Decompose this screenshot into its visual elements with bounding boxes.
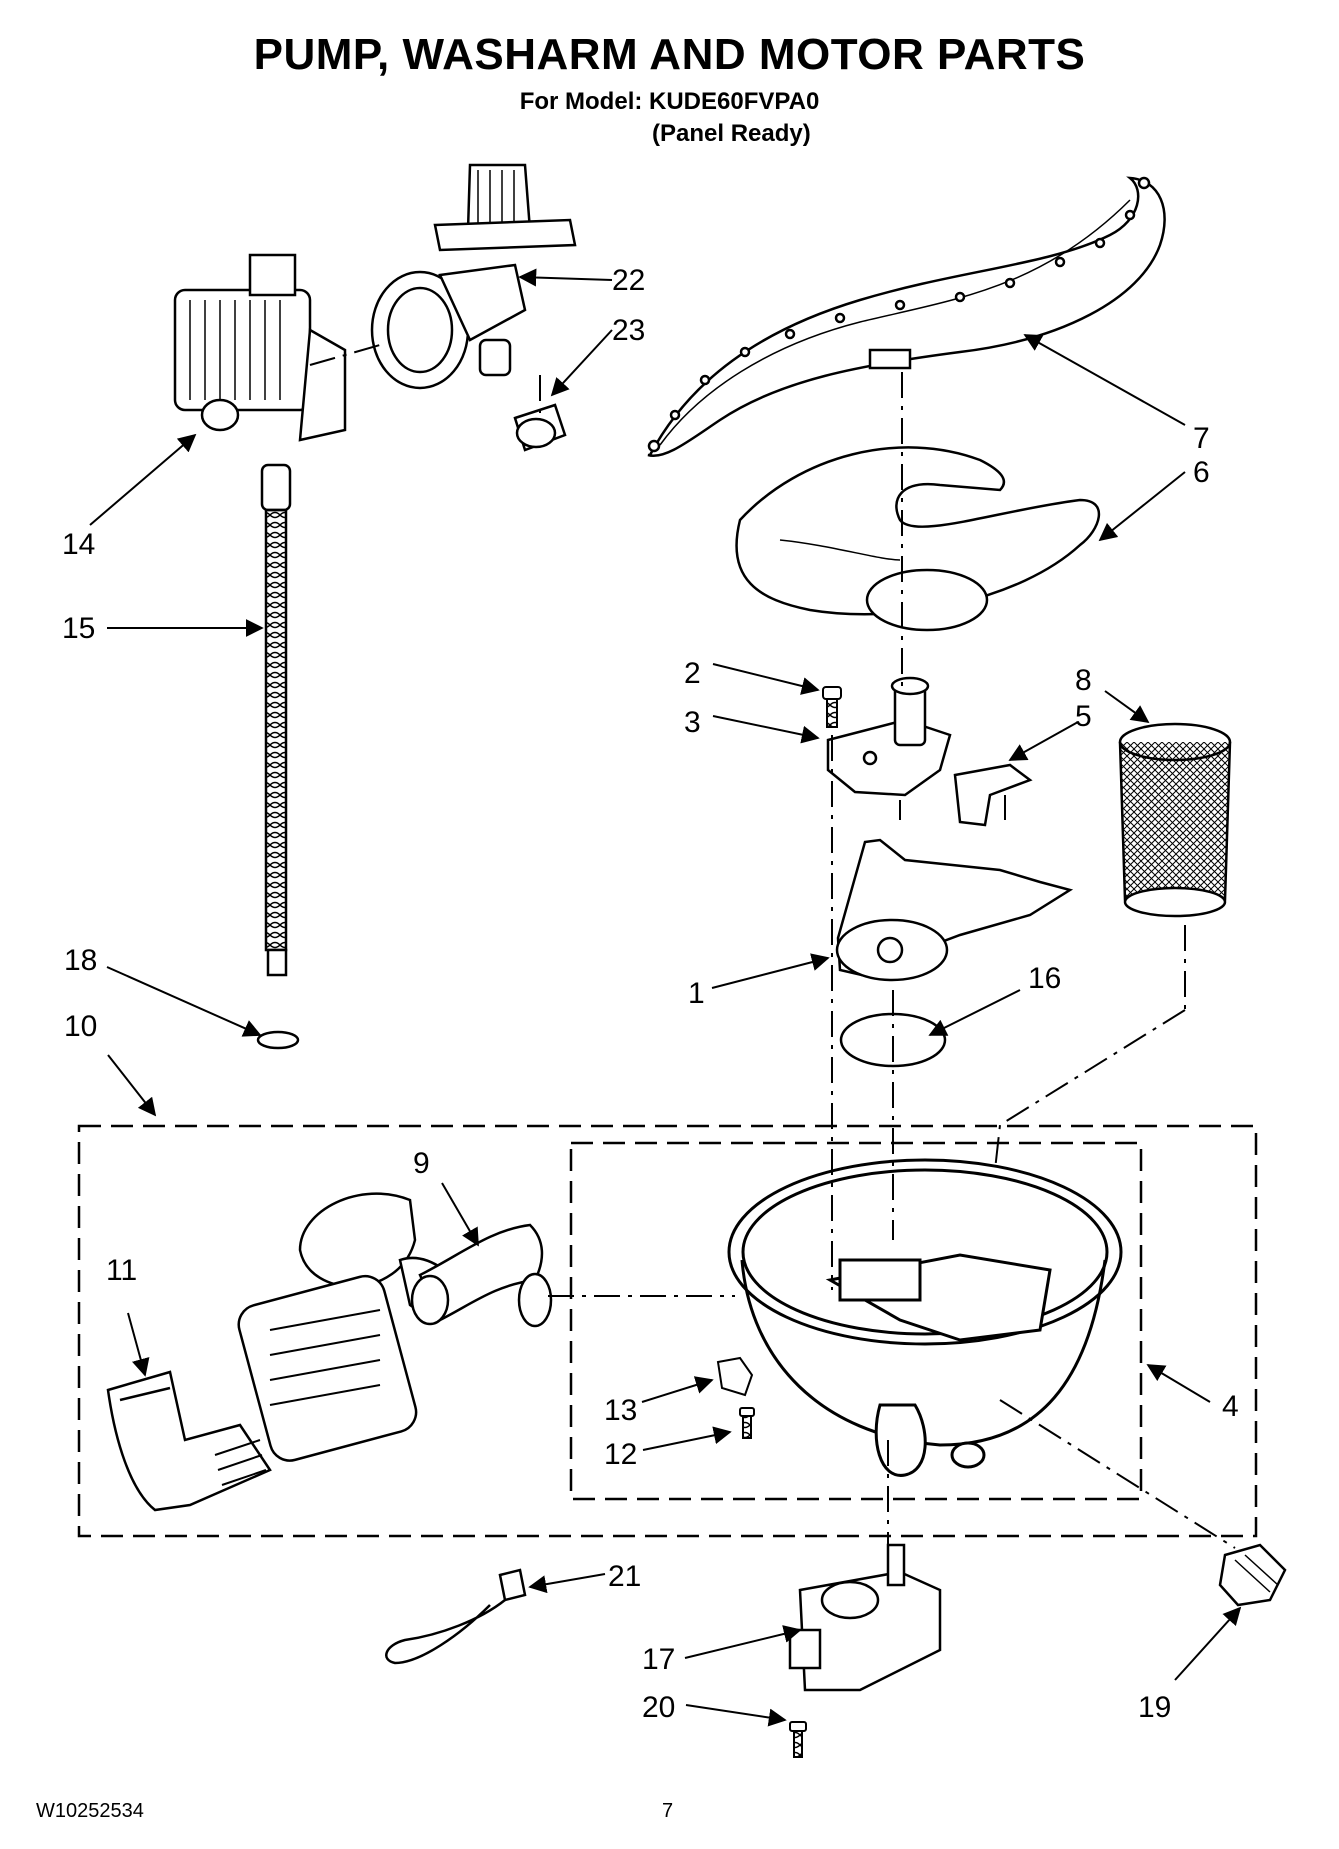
assembly-box-10 (77, 1124, 1258, 1538)
assembly-box-4 (569, 1141, 1143, 1501)
leader-lines (89, 268, 1242, 1727)
washarm-part (647, 176, 1166, 458)
page-number: 7 (662, 1800, 674, 1822)
callout-1: 1 (688, 977, 705, 1010)
diverter-motor-part (788, 1543, 942, 1692)
sensor-part (1218, 1543, 1287, 1607)
hose-clamp-part (256, 1030, 300, 1050)
alignment-lines (309, 344, 1236, 1549)
callout-15: 15 (62, 612, 95, 645)
sump-part (727, 1158, 1123, 1477)
pump-hose-part (410, 1223, 553, 1328)
drain-hose-part (260, 463, 292, 977)
callout-3: 3 (684, 706, 701, 739)
callout-11: 11 (106, 1254, 137, 1287)
callout-7: 7 (1193, 422, 1210, 455)
callout-16: 16 (1028, 962, 1061, 995)
mount-part (826, 676, 952, 797)
callout-20: 20 (642, 1691, 675, 1724)
callout-12: 12 (604, 1438, 637, 1471)
cap-part (513, 403, 567, 452)
callout-labels: 1 2 3 4 5 6 7 8 9 10 11 12 13 14 15 16 1… (62, 264, 1239, 1724)
callout-18: 18 (64, 944, 97, 977)
pump-motor-part (237, 1192, 472, 1462)
callout-2: 2 (684, 657, 701, 690)
screw-part (822, 686, 842, 728)
callout-22: 22 (612, 264, 645, 297)
callout-6: 6 (1193, 456, 1210, 489)
clip-part (953, 763, 1033, 827)
callout-21: 21 (608, 1560, 641, 1593)
callout-17: 17 (642, 1643, 675, 1676)
filter-part (1118, 722, 1232, 918)
drain-housing-part (370, 163, 577, 390)
bracket-part (716, 1356, 754, 1397)
filter-plate-part (835, 838, 1074, 982)
drain-pump-part (173, 253, 347, 442)
callout-9: 9 (413, 1147, 430, 1180)
page-title: PUMP, WASHARM AND MOTOR PARTS (253, 30, 1086, 79)
thermal-fuse-part (385, 1568, 527, 1665)
mount-screw-part (739, 1407, 755, 1439)
diverter-screw-part (789, 1721, 807, 1758)
callout-14: 14 (62, 528, 95, 561)
motor-cover-part (106, 1370, 272, 1512)
callout-8: 8 (1075, 664, 1092, 697)
document-number: W10252534 (36, 1800, 144, 1822)
callout-5: 5 (1075, 700, 1092, 733)
spray-shield-part (735, 446, 1100, 632)
model-line: For Model: KUDE60FVPA0 (519, 88, 820, 115)
callout-13: 13 (604, 1394, 637, 1427)
callout-10: 10 (64, 1010, 97, 1043)
callout-23: 23 (612, 314, 645, 347)
callout-19: 19 (1138, 1691, 1171, 1724)
callout-4: 4 (1222, 1390, 1239, 1423)
panel-line: (Panel Ready) (652, 120, 811, 147)
